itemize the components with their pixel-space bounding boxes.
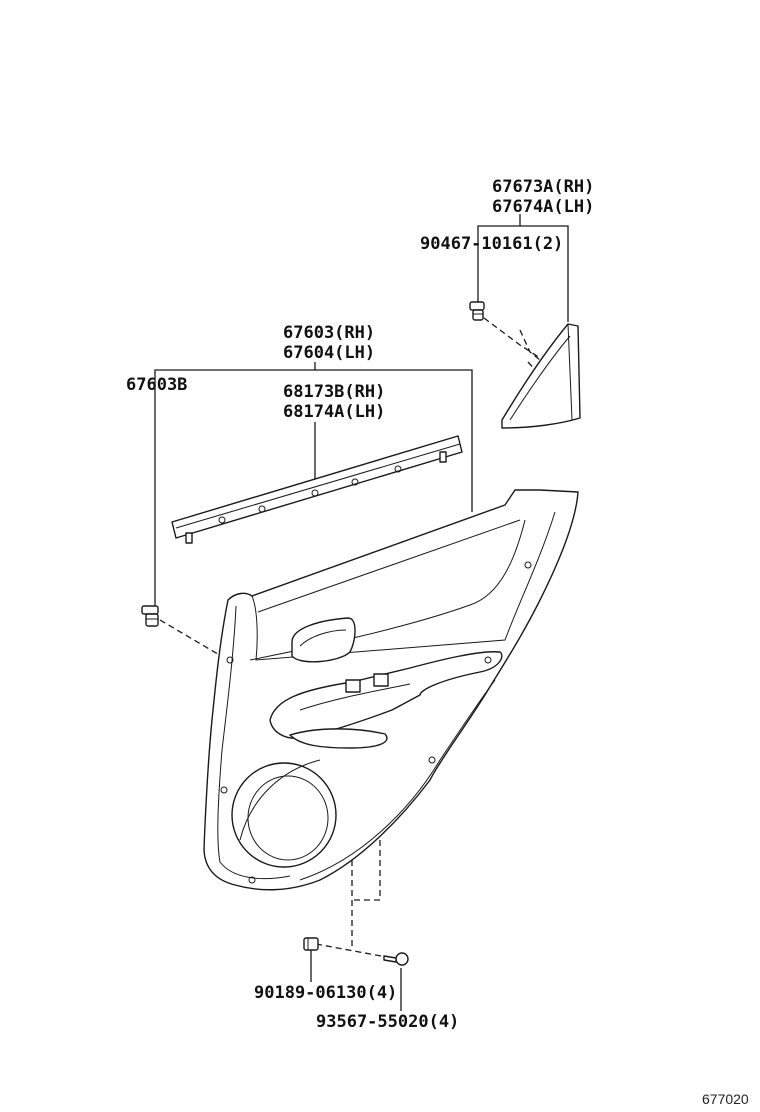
label-garnish-lh: 67674A(LH) (492, 197, 594, 217)
board-clip-icon (141, 605, 159, 627)
door-garnish (501, 323, 581, 429)
garnish-clip-icon (469, 301, 485, 321)
leader-lines (154, 214, 569, 1011)
door-weatherstrip (171, 435, 463, 544)
label-board-rh: 67603(RH) (283, 323, 375, 343)
label-nut: 90189-06130(4) (254, 983, 397, 1003)
label-board-sub: 67603B (126, 375, 187, 395)
figure-code: 677020 (702, 1091, 749, 1107)
label-weatherstrip-lh: 68174A(LH) (283, 402, 385, 422)
door-trim-board (203, 489, 579, 891)
label-screw: 93567-55020(4) (316, 1012, 459, 1032)
label-garnish-rh: 67673A(RH) (492, 177, 594, 197)
screw-icon (383, 952, 409, 966)
nut-icon (303, 937, 319, 951)
label-garnish-clip: 90467-10161(2) (420, 234, 563, 254)
label-board-lh: 67604(LH) (283, 343, 375, 363)
label-weatherstrip-rh: 68173B(RH) (283, 382, 385, 402)
